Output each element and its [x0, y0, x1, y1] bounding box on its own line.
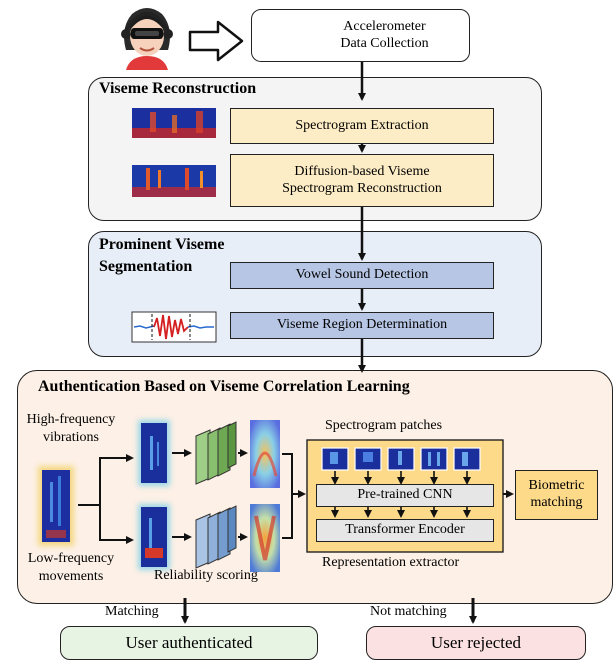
vowel-sound-detection-box: Vowel Sound Detection: [230, 262, 494, 289]
segmentation-title: Prominent Viseme Segmentation: [99, 236, 225, 275]
spectrogram-thumbnail-1: [132, 108, 216, 138]
user-authenticated-box: User authenticated: [60, 626, 318, 660]
heatmap-lower: [250, 504, 280, 572]
spectrogram-patches-label: Spectrogram patches: [325, 418, 443, 433]
high-frequency-spectrogram: [138, 420, 170, 486]
waveform-thumbnail: [131, 311, 217, 343]
matching-label: Matching: [105, 604, 159, 619]
input-spectrogram: [38, 466, 74, 546]
representation-extractor-label: Representation extractor: [322, 555, 460, 570]
accelerometer-data-collection-box: Accelerometer Data Collection: [251, 9, 470, 62]
biometric-matching-box: Biometric matching: [515, 470, 598, 520]
spectrogram-extraction-box: Spectrogram Extraction: [230, 108, 494, 144]
authentication-title: Authentication Based on Viseme Correlati…: [38, 378, 410, 395]
hollow-arrow-icon: [188, 20, 244, 62]
cnn-stack-lower-icon: [195, 505, 237, 569]
viseme-region-determination-box: Viseme Region Determination: [230, 312, 494, 339]
user-rejected-box: User rejected: [366, 626, 586, 660]
user-headset-icon: [121, 8, 173, 70]
spectrogram-patches: [321, 447, 481, 471]
low-frequency-label: Low-frequency movements: [27, 551, 115, 584]
high-frequency-label: High-frequency vibrations: [26, 412, 116, 445]
low-frequency-spectrogram: [138, 504, 170, 570]
reliability-scoring-label: Reliability scoring: [154, 568, 258, 583]
transformer-encoder-box: Transformer Encoder: [316, 519, 494, 542]
pretrained-cnn-box: Pre-trained CNN: [316, 484, 494, 507]
heatmap-upper: [250, 420, 280, 488]
spectrogram-thumbnail-2: [132, 165, 216, 197]
not-matching-label: Not matching: [370, 604, 447, 619]
viseme-reconstruction-title: Viseme Reconstruction: [99, 80, 257, 97]
cnn-stack-upper-icon: [195, 421, 237, 485]
diffusion-reconstruction-box: Diffusion-based Viseme Spectrogram Recon…: [230, 154, 494, 207]
